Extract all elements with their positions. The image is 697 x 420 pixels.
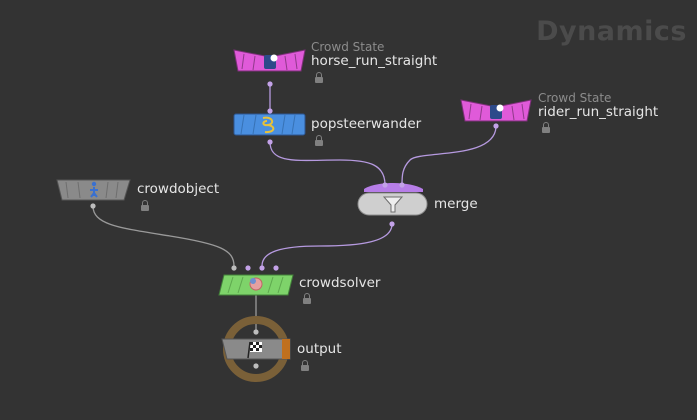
node-output[interactable] xyxy=(221,316,291,382)
wire-popsteerwander-to-merge[interactable] xyxy=(269,141,386,186)
node-label[interactable]: popsteerwander xyxy=(311,116,422,132)
lock-icon[interactable] xyxy=(303,293,311,304)
horse-icon xyxy=(264,54,278,69)
context-title: Dynamics xyxy=(536,16,687,47)
node-label[interactable]: horse_run_straight xyxy=(311,53,438,69)
lock-icon[interactable] xyxy=(141,200,149,211)
funnel-icon xyxy=(382,196,404,213)
node-rider-run-straight[interactable] xyxy=(460,99,532,129)
node-crowdsolver[interactable] xyxy=(218,265,294,296)
node-label[interactable]: output xyxy=(297,341,342,357)
node-label[interactable]: rider_run_straight xyxy=(538,104,659,120)
node-crowdobject[interactable] xyxy=(56,179,131,209)
crowd-person-icon xyxy=(90,181,98,198)
lock-icon[interactable] xyxy=(542,122,550,133)
lock-icon[interactable] xyxy=(315,135,323,146)
rider-icon xyxy=(490,104,504,119)
node-label[interactable]: crowdobject xyxy=(137,181,220,197)
wire-crowdobject-to-crowdsolver[interactable] xyxy=(92,205,235,267)
node-horse-run-straight[interactable] xyxy=(233,49,306,87)
lock-icon[interactable] xyxy=(315,72,323,83)
node-type-label: Crowd State xyxy=(311,40,385,54)
brain-icon xyxy=(249,277,263,291)
node-merge[interactable] xyxy=(357,182,428,227)
wire-merge-to-crowdsolver[interactable] xyxy=(261,223,393,267)
lock-icon[interactable] xyxy=(301,360,309,371)
node-label[interactable]: merge xyxy=(434,196,478,212)
node-popsteerwander[interactable] xyxy=(233,108,306,145)
checkered-flag-icon xyxy=(247,341,262,359)
spiral-icon xyxy=(262,116,275,134)
node-type-label: Crowd State xyxy=(538,91,612,105)
node-label[interactable]: crowdsolver xyxy=(299,275,381,291)
wire-rider-to-merge[interactable] xyxy=(401,125,497,186)
